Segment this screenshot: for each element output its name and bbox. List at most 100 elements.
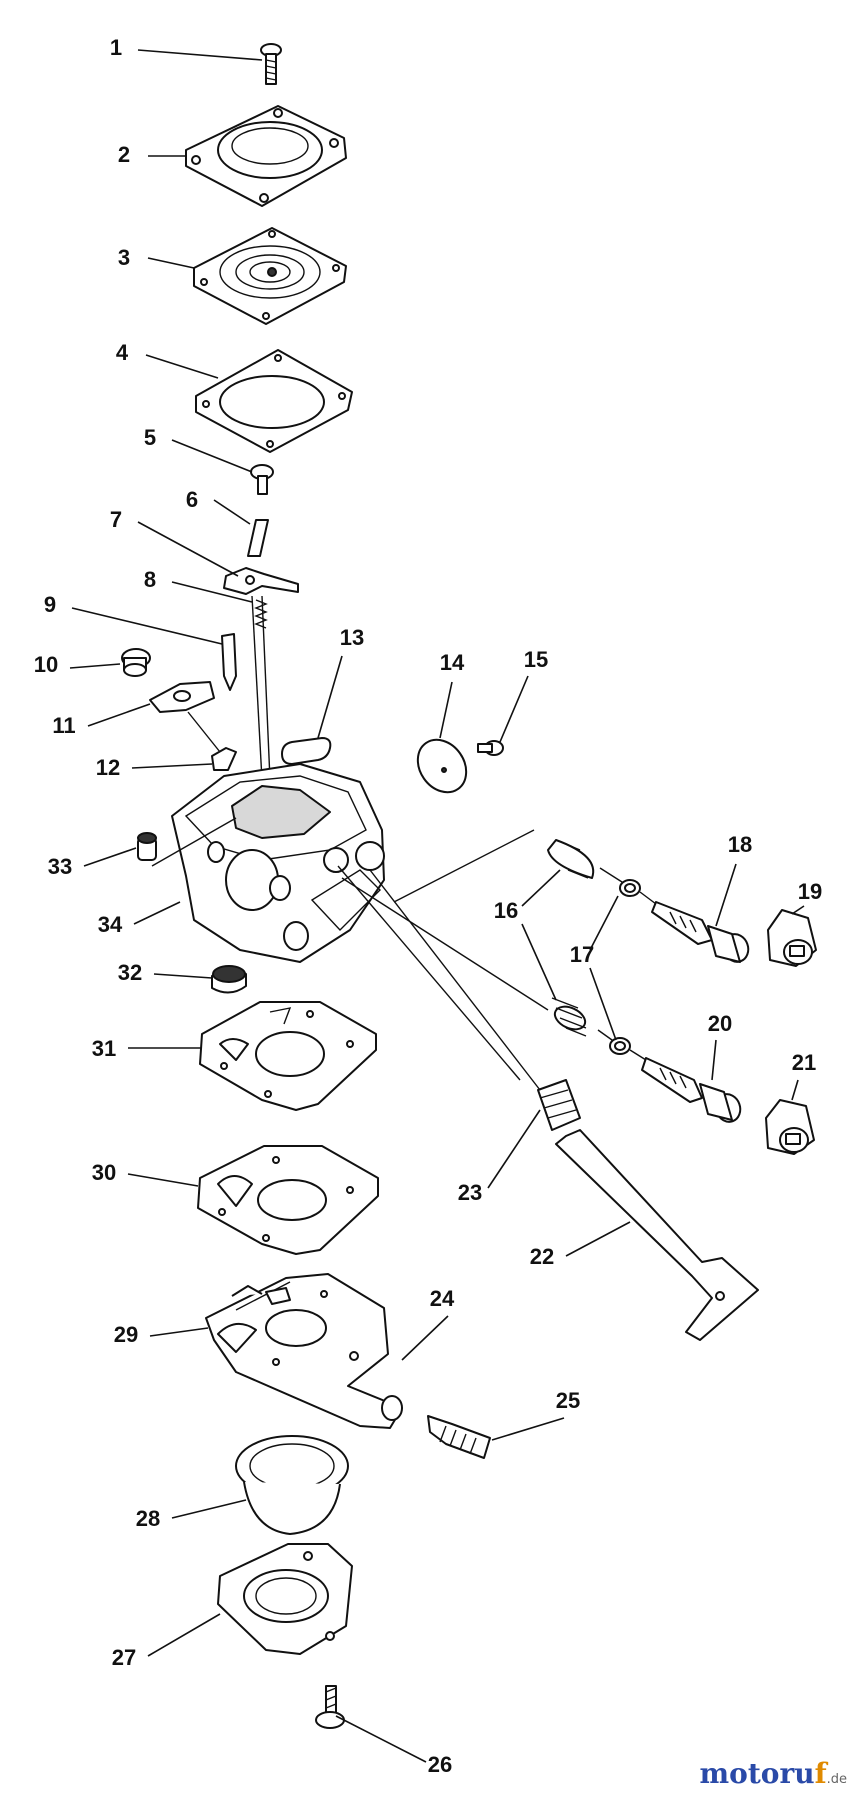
part-label-19: 19 (798, 879, 822, 904)
leader-line-5 (171, 439, 253, 473)
part-label-7: 7 (110, 507, 122, 532)
part-4-pump-gasket (195, 349, 353, 453)
part-label-15: 15 (524, 647, 548, 672)
leader-line-24 (401, 1315, 449, 1361)
leader-line-13 (317, 655, 343, 739)
part-22-choke-shaft (555, 1129, 759, 1341)
leader-line-11 (87, 703, 151, 727)
part-2-pump-cover (185, 105, 347, 207)
watermark-letter: f (814, 1757, 827, 1790)
leader-line-19 (791, 905, 805, 915)
leader-line-17-1 (589, 895, 619, 951)
shaft-line-2 (261, 595, 271, 781)
part-label-24: 24 (430, 1286, 455, 1311)
part-label-22: 22 (530, 1244, 554, 1269)
part-label-12: 12 (96, 755, 120, 780)
part-label-2: 2 (118, 142, 130, 167)
leader-line-23 (487, 1109, 541, 1189)
part-13-gasket-strip (281, 737, 332, 765)
part-label-26: 26 (428, 1752, 452, 1777)
watermark-letter: r (779, 1757, 795, 1790)
part-label-32: 32 (118, 960, 142, 985)
part-label-18: 18 (728, 832, 752, 857)
part-16-spring-lower (551, 997, 587, 1037)
leader-line-32 (153, 973, 213, 979)
leader-line-4 (145, 354, 219, 379)
watermark-letter: o (760, 1757, 780, 1790)
part-label-17: 17 (570, 942, 594, 967)
leader-line-16-1 (521, 869, 561, 907)
watermark-domain: .de (826, 1772, 847, 1787)
part-label-4: 4 (116, 340, 129, 365)
part-label-13: 13 (340, 625, 364, 650)
part-17-washer-upper (619, 879, 641, 897)
assembly-lines (151, 711, 657, 1091)
part-6-pin (247, 519, 269, 557)
part-11-lever-plate (149, 681, 215, 713)
part-label-5: 5 (144, 425, 156, 450)
leader-line-26 (335, 1715, 427, 1763)
part-label-31: 31 (92, 1036, 116, 1061)
leader-line-18 (715, 863, 737, 927)
part-3-pump-diaphragm (193, 227, 347, 325)
watermark-letter: u (794, 1757, 815, 1790)
part-12-clip (211, 747, 237, 771)
part-31-metering-plate (199, 1001, 377, 1111)
part-label-11: 11 (52, 713, 75, 738)
leader-line-25 (491, 1417, 565, 1441)
leader-line-20 (711, 1039, 717, 1081)
leader-line-3 (147, 257, 195, 269)
part-label-30: 30 (92, 1160, 116, 1185)
watermark-letter: m (699, 1757, 730, 1790)
watermark-letter: o (729, 1757, 748, 1790)
part-9-inlet-needle (221, 633, 237, 691)
part-29-metering-cover (205, 1273, 403, 1429)
part-1-screw (260, 43, 282, 85)
part-32-plug (211, 965, 247, 994)
shaft-line (251, 595, 263, 781)
part-label-20: 20 (708, 1011, 732, 1036)
leader-line-28 (171, 1499, 247, 1519)
part-label-6: 6 (186, 487, 198, 512)
leader-line-6 (213, 499, 251, 525)
part-17-washer-lower (609, 1037, 631, 1055)
part-label-23: 23 (458, 1180, 482, 1205)
leader-line-12 (131, 763, 213, 769)
leader-line-17-2 (589, 967, 617, 1041)
part-label-29: 29 (114, 1322, 138, 1347)
part-25-screw (427, 1415, 491, 1459)
part-label-28: 28 (136, 1506, 160, 1531)
part-label-25: 25 (556, 1388, 580, 1413)
part-19-limiter-cap (767, 909, 817, 967)
watermark-logo: motoruf.de (699, 1757, 847, 1790)
part-label-9: 9 (44, 592, 56, 617)
part-33-plug (137, 832, 157, 861)
part-23-spring (537, 1079, 581, 1131)
part-10-plug (121, 648, 151, 677)
part-7-metering-lever (223, 567, 299, 595)
part-label-16: 16 (494, 898, 518, 923)
leader-line-21 (791, 1079, 799, 1101)
leader-line-16-2 (521, 923, 557, 1001)
part-20-adjusting-needle (641, 1057, 742, 1123)
part-16-spring-upper (547, 839, 595, 879)
leader-line-33 (83, 847, 137, 867)
leader-line-34 (133, 901, 181, 925)
part-28-primer-bulb (235, 1435, 349, 1535)
part-label-8: 8 (144, 567, 156, 592)
part-label-14: 14 (440, 650, 465, 675)
leader-line-8 (171, 581, 253, 603)
part-label-3: 3 (118, 245, 130, 270)
leader-line-7 (137, 521, 239, 577)
part-34-carburetor-body (171, 763, 385, 963)
part-label-10: 10 (34, 652, 58, 677)
part-label-34: 34 (98, 912, 123, 937)
leader-line-30 (127, 1173, 199, 1187)
part-26-screw (315, 1685, 345, 1729)
part-8-spring (254, 599, 268, 629)
part-30-metering-gasket (197, 1145, 379, 1255)
leader-line-10 (69, 663, 121, 669)
leader-line-14 (439, 681, 453, 739)
